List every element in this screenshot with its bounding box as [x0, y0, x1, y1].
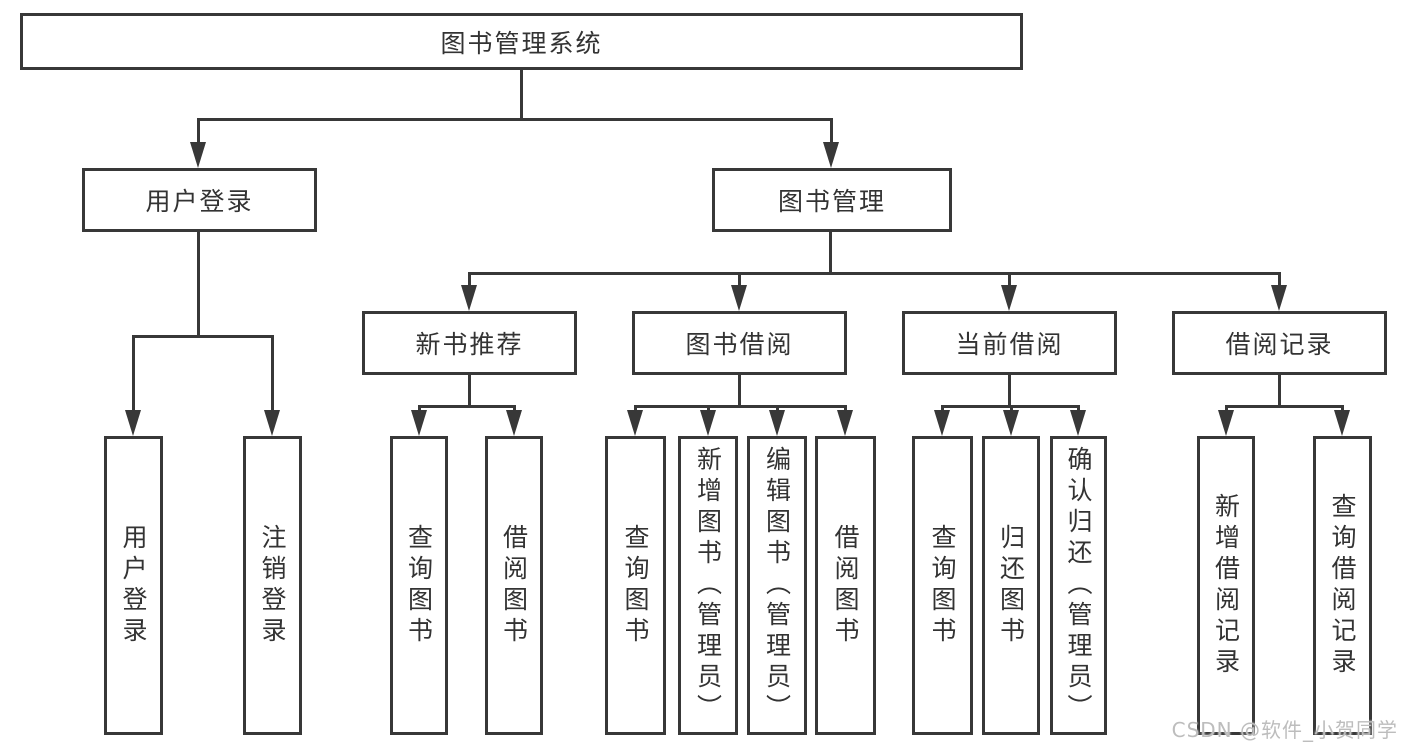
leaf-add-borrow-record: 新增借阅记录 [1197, 436, 1255, 735]
leaf-label: 新增借阅记录 [1211, 492, 1241, 679]
node-borrow-records: 借阅记录 [1172, 311, 1387, 375]
connector-line [197, 118, 833, 121]
node-user-login: 用户登录 [82, 168, 317, 232]
arrow-down-icon [1334, 410, 1350, 436]
connector-line [634, 405, 847, 408]
node-book-borrowing: 图书借阅 [632, 311, 847, 375]
arrow-down-icon [731, 285, 747, 311]
arrow-down-icon [1001, 285, 1017, 311]
leaf-label: 查询图书 [928, 523, 957, 648]
leaf-confirm-return-admin: 确认归还（管理员） [1050, 436, 1107, 735]
arrow-down-icon [264, 410, 280, 436]
arrow-down-icon [823, 142, 839, 168]
arrow-down-icon [700, 410, 716, 436]
arrow-down-icon [411, 410, 427, 436]
arrow-down-icon [125, 410, 141, 436]
connector-line [468, 375, 471, 408]
leaf-label: 用户登录 [119, 523, 148, 648]
connector-line [738, 272, 741, 290]
leaf-label: 查询图书 [404, 523, 434, 648]
leaf-label: 查询借阅记录 [1328, 492, 1357, 679]
leaf-edit-books-admin: 编辑图书（管理员） [747, 436, 807, 735]
arrow-down-icon [461, 285, 477, 311]
arrow-down-icon [934, 410, 950, 436]
leaf-add-books-admin: 新增图书（管理员） [678, 436, 738, 735]
connector-line [1225, 405, 1344, 408]
connector-line [1278, 272, 1281, 290]
node-new-book-recommend: 新书推荐 [362, 311, 577, 375]
node-label: 图书管理系统 [440, 28, 603, 58]
connector-line [197, 118, 200, 150]
leaf-user-login: 用户登录 [104, 436, 163, 735]
leaf-query-borrow-record: 查询借阅记录 [1313, 436, 1372, 735]
arrow-down-icon [1070, 410, 1086, 436]
arrow-down-icon [506, 410, 522, 436]
node-label: 图书借阅 [685, 330, 794, 359]
node-root: 图书管理系统 [20, 13, 1023, 70]
connector-line [468, 272, 1281, 275]
leaf-logout: 注销登录 [243, 436, 302, 735]
leaf-label: 注销登录 [258, 523, 287, 648]
leaf-label: 确认归还（管理员） [1064, 446, 1093, 725]
leaf-query-books: 查询图书 [605, 436, 666, 735]
connector-line [1278, 375, 1281, 408]
csdn-watermark: CSDN @软件_小贺同学 [1171, 718, 1398, 742]
leaf-query-books: 查询图书 [912, 436, 973, 735]
connector-line [829, 232, 832, 274]
connector-line [132, 335, 274, 338]
arrow-down-icon [837, 410, 853, 436]
leaf-query-books: 查询图书 [390, 436, 448, 735]
leaf-borrow-books: 借阅图书 [815, 436, 876, 735]
leaf-label: 查询图书 [621, 523, 650, 648]
node-book-management: 图书管理 [712, 168, 952, 232]
connector-line [1008, 375, 1011, 408]
connector-line [830, 118, 833, 150]
leaf-borrow-books: 借阅图书 [485, 436, 543, 735]
connector-line [197, 232, 200, 336]
leaf-label: 新增图书（管理员） [693, 446, 723, 725]
leaf-label: 编辑图书（管理员） [762, 446, 792, 725]
arrow-down-icon [1218, 410, 1234, 436]
arrow-down-icon [1003, 410, 1019, 436]
connector-line [520, 70, 523, 120]
node-label: 借阅记录 [1225, 330, 1334, 359]
leaf-return-books: 归还图书 [982, 436, 1040, 735]
arrow-down-icon [1271, 285, 1287, 311]
arrow-down-icon [769, 410, 785, 436]
leaf-label: 归还图书 [996, 523, 1026, 648]
node-current-borrowing: 当前借阅 [902, 311, 1117, 375]
leaf-label: 借阅图书 [831, 523, 860, 648]
leaf-label: 借阅图书 [499, 523, 529, 648]
node-label: 当前借阅 [955, 330, 1064, 359]
connector-line [738, 375, 741, 408]
connector-line [1008, 272, 1011, 290]
connector-line [132, 335, 135, 415]
connector-line [271, 335, 274, 415]
node-label: 用户登录 [145, 187, 254, 216]
connector-line [418, 405, 516, 408]
connector-line [468, 272, 471, 290]
node-label: 图书管理 [777, 187, 886, 216]
arrow-down-icon [190, 142, 206, 168]
node-label: 新书推荐 [415, 330, 524, 359]
arrow-down-icon [627, 410, 643, 436]
